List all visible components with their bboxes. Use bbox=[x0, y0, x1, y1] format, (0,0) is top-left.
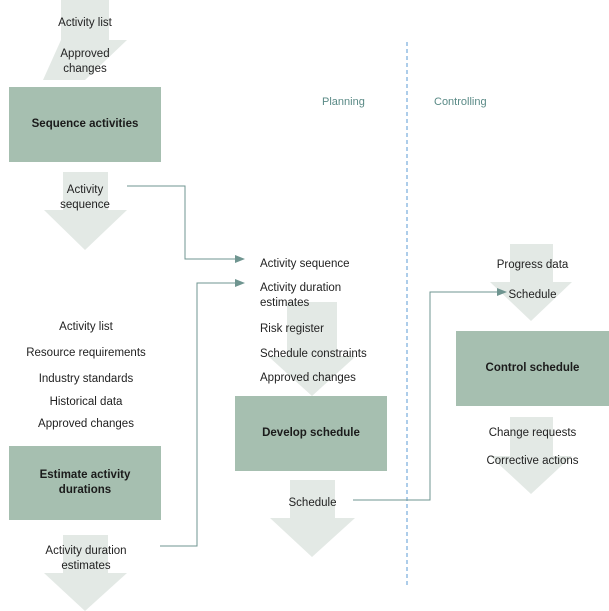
process-sequence-activities: Sequence activities bbox=[9, 87, 161, 162]
develop-input-risk-register: Risk register bbox=[260, 323, 324, 335]
develop-input-duration-estimates: Activity duration estimates bbox=[260, 282, 342, 309]
lane-label-planning: Planning bbox=[322, 96, 365, 108]
develop-input-activity-sequence: Activity sequence bbox=[260, 258, 350, 270]
sequence-input-arrow bbox=[43, 0, 127, 80]
connector-estimate-to-develop bbox=[160, 282, 236, 547]
connector-sequence-to-develop bbox=[127, 185, 236, 260]
process-control-schedule: Control schedule bbox=[456, 331, 609, 406]
lane-label-controlling: Controlling bbox=[434, 96, 487, 108]
develop-input-approved-changes: Approved changes bbox=[260, 372, 356, 384]
develop-input-schedule-constraints: Schedule constraints bbox=[260, 348, 367, 360]
sequence-input-activity-list: Activity list bbox=[58, 17, 112, 29]
estimate-output-duration-estimates: Activity duration estimates bbox=[45, 545, 127, 572]
control-output-arrow bbox=[490, 417, 572, 494]
connector-develop-to-control bbox=[353, 291, 497, 501]
connector-control-arrowhead bbox=[497, 288, 507, 296]
process-develop-schedule: Develop schedule bbox=[235, 396, 387, 471]
process-estimate-activity-durations: Estimate activity durations bbox=[9, 446, 161, 520]
sequence-output-activity-sequence: Activity sequence bbox=[60, 184, 110, 211]
control-output-change-requests: Change requests bbox=[488, 427, 577, 439]
estimate-input-activity-list: Activity list bbox=[59, 321, 113, 333]
develop-output-schedule: Schedule bbox=[288, 497, 337, 509]
process-title: Control schedule bbox=[485, 362, 580, 374]
process-title: Develop schedule bbox=[262, 427, 360, 439]
estimate-input-industry-standards: Industry standards bbox=[38, 373, 134, 385]
control-input-schedule: Schedule bbox=[508, 289, 557, 301]
estimate-input-approved-changes: Approved changes bbox=[38, 418, 134, 430]
estimate-input-historical-data: Historical data bbox=[49, 396, 123, 408]
process-title: Estimate activity durations bbox=[39, 469, 131, 496]
connector-sequence-arrowhead bbox=[235, 255, 245, 263]
connector-estimate-arrowhead bbox=[235, 279, 245, 287]
estimate-input-resource-requirements: Resource requirements bbox=[26, 347, 146, 359]
control-input-arrow bbox=[490, 244, 572, 321]
develop-input-arrow bbox=[268, 302, 356, 396]
control-input-progress-data: Progress data bbox=[496, 259, 569, 271]
control-output-corrective-actions: Corrective actions bbox=[486, 455, 579, 467]
develop-output-arrow bbox=[270, 480, 355, 557]
process-title: Sequence activities bbox=[31, 118, 139, 130]
sequence-input-approved-changes: Approved changes bbox=[60, 48, 110, 75]
estimate-output-arrow bbox=[44, 535, 127, 611]
sequence-output-arrow bbox=[44, 172, 127, 250]
